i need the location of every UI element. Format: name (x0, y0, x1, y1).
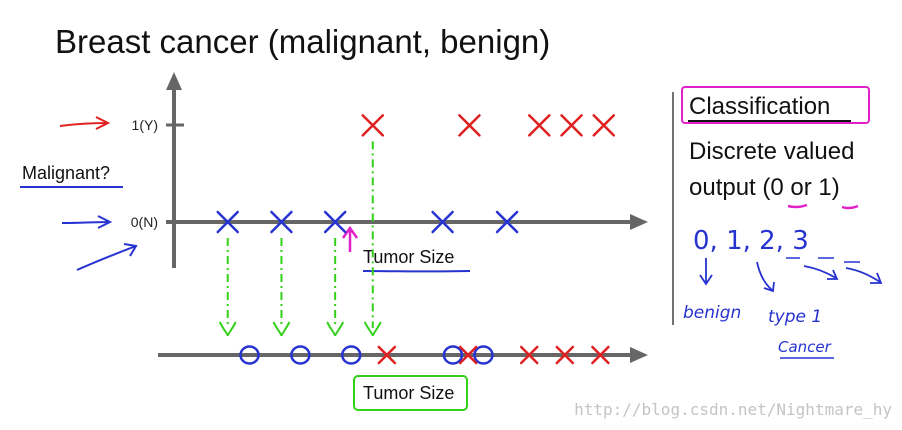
malignant-x-mark (361, 114, 385, 137)
red-pointer-arrow (59, 116, 111, 130)
top-plot: 1(Y) 0(N) Malignant? Tumor Size (20, 72, 648, 273)
malignant-x-mark (592, 114, 616, 137)
threshold-arrow (341, 225, 359, 252)
malignant-x-mark (555, 345, 575, 365)
benign-down-arrow (699, 258, 713, 286)
malignant-x-mark (591, 345, 610, 365)
type-curved-arrow (756, 261, 775, 293)
malignant-x-mark (458, 114, 481, 137)
projection-guides (218, 141, 382, 337)
slide-title: Breast cancer (malignant, benign) (55, 23, 550, 60)
bottom-plot-marks (239, 345, 610, 365)
benign-x-mark (323, 210, 347, 234)
discrete-valued-line: Discrete valued (689, 138, 854, 165)
output-line: output (0 or 1) (689, 174, 840, 201)
sequence-arrow-3 (845, 267, 883, 284)
top-x-axis-arrowhead (630, 214, 648, 230)
benign-o-mark (442, 345, 464, 365)
benign-o-mark (340, 345, 362, 365)
benign-x-mark (270, 210, 293, 234)
malignant-x-mark (458, 345, 478, 365)
benign-x-mark (431, 210, 454, 234)
top-x-label: Tumor Size (363, 247, 454, 267)
benign-handwritten: benign (683, 303, 741, 323)
benign-o-mark (239, 345, 260, 365)
projection-guide-arrowhead (272, 321, 291, 337)
watermark: http://blog.csdn.net/Nightmare_hy (574, 400, 892, 419)
blue-pointer-arrow (61, 215, 113, 229)
bottom-x-axis-arrowhead (630, 347, 648, 363)
output-zero-underline (787, 203, 808, 209)
benign-x-mark (216, 210, 239, 234)
benign-o-mark (473, 345, 494, 365)
malignant-x-mark (560, 114, 583, 137)
bottom-x-label: Tumor Size (363, 383, 454, 403)
cancer-handwritten: Cancer (778, 338, 832, 356)
type-handwritten: type 1 (768, 307, 822, 327)
benign-x-mark (495, 210, 519, 234)
classification-notes: Classification Discrete valued output (0… (681, 86, 883, 359)
classification-heading: Classification (689, 93, 830, 120)
projection-guide-arrowhead (363, 321, 382, 337)
malignant-x-mark (519, 345, 539, 365)
projection-guide-arrowhead (218, 321, 237, 337)
blue-diagonal-arrow (76, 243, 138, 271)
top-y-axis-arrowhead (166, 72, 182, 90)
classification-highlight-box (681, 86, 870, 124)
output-one-underline (841, 204, 859, 210)
projection-guide-arrowhead (326, 321, 345, 337)
top-y-tick-label-0: 0(N) (131, 214, 158, 230)
malignant-x-mark (377, 345, 397, 365)
top-y-tick-label-1: 1(Y) (132, 117, 158, 133)
bottom-plot: Tumor Size (158, 345, 648, 411)
sequence-dashes (786, 257, 860, 263)
malignant-x-mark (528, 114, 551, 137)
top-y-label: Malignant? (22, 163, 110, 183)
bottom-x-label-box (353, 375, 468, 411)
sequence-arrow-2 (803, 265, 839, 280)
benign-o-mark (290, 345, 311, 365)
top-plot-marks (216, 114, 616, 234)
class-sequence: 0, 1, 2, 3 (693, 226, 809, 256)
